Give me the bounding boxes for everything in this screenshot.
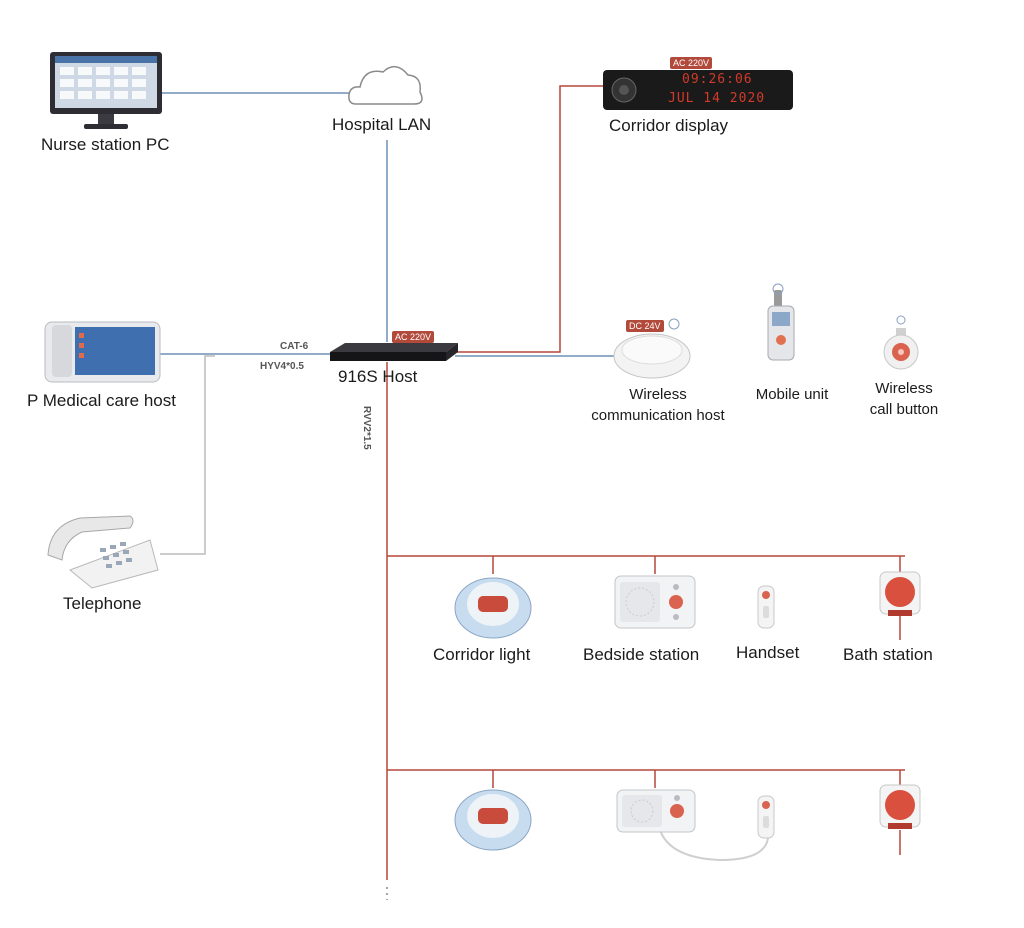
corridor-display-label: Corridor display (609, 116, 729, 135)
call-button-label: Wireless call button (852, 378, 956, 420)
wireless-host-label-line1: Wireless (629, 386, 687, 403)
monitor-icon (50, 52, 162, 129)
corridor-light-icon (454, 577, 532, 639)
medical-host-label: P Medical care host (27, 391, 176, 410)
wireless-host-label: Wireless communication host (570, 384, 746, 426)
nurse-pc-label: Nurse station PC (41, 135, 170, 154)
handset-icon (757, 795, 775, 839)
cloud-icon (348, 66, 423, 105)
mobile-unit-icon (767, 283, 795, 361)
display-date: JUL 14 2020 (668, 91, 766, 106)
bath-station-icon (879, 784, 921, 829)
host-display-line (455, 85, 605, 353)
call-button-label-line2: call button (869, 401, 939, 418)
wireless-host-icon (613, 318, 691, 379)
telephone-icon (47, 515, 159, 589)
bedside-station-icon (616, 789, 696, 833)
wireless-power-badge: DC 24V (626, 320, 664, 332)
led-display-icon (603, 70, 793, 110)
telephone-label: Telephone (63, 594, 142, 613)
call-button-label-line1: Wireless (875, 380, 933, 397)
hyv-label: HYV4*0.5 (260, 361, 304, 372)
display-time: 09:26:06 (682, 72, 753, 87)
host-power-badge: AC 220V (392, 331, 435, 343)
bath-station-icon (879, 571, 921, 616)
display-power-badge: AC 220V (670, 57, 713, 69)
handset-label: Handset (736, 643, 800, 662)
hospital-lan-label: Hospital LAN (332, 115, 432, 134)
host-916s-label: 916S Host (338, 367, 418, 386)
bedside-station-label: Bedside station (583, 645, 700, 664)
rvv-label: RVV2*1.5 (361, 406, 372, 450)
call-button-icon (883, 315, 919, 370)
cat6-label: CAT-6 (280, 341, 309, 352)
medical-host-icon (44, 321, 161, 383)
handset-icon (757, 585, 775, 629)
mobile-unit-label: Mobile unit (755, 386, 829, 403)
corridor-light-label: Corridor light (433, 645, 531, 664)
handset-cord (659, 829, 769, 862)
bedside-station-icon (614, 575, 696, 629)
bath-station-label: Bath station (843, 645, 933, 664)
wireless-host-label-line2: communication host (591, 407, 725, 424)
corridor-light-icon (454, 789, 532, 851)
network-lines (160, 85, 905, 900)
host-916s-icon (330, 343, 458, 361)
telephone-line (160, 355, 215, 555)
